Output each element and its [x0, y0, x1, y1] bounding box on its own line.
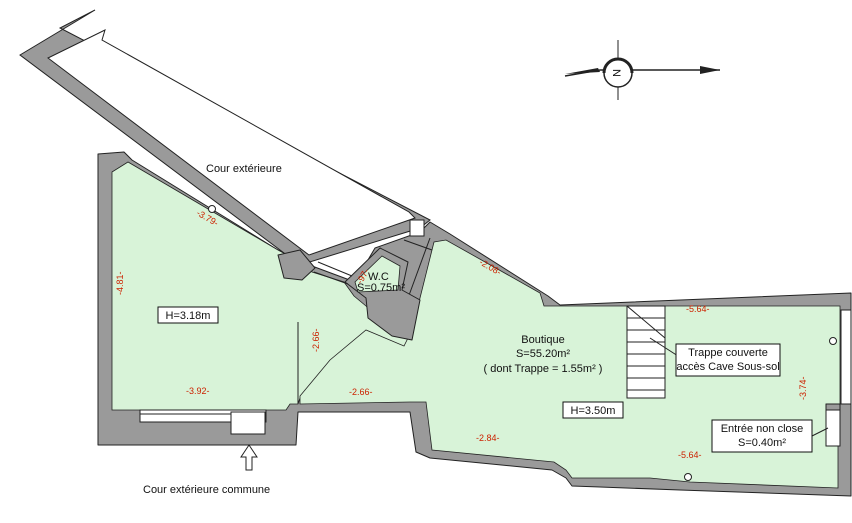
- label-cour-commune: Cour extérieure commune: [143, 484, 270, 496]
- label-wc-area: S=0.75m²: [357, 282, 405, 294]
- entree-opening: [825, 409, 841, 447]
- dim-266-horizontal: -2.66-: [349, 387, 373, 397]
- staircase: [626, 305, 666, 399]
- dim-374: -3.74-: [798, 376, 808, 400]
- dim-481: -4.81-: [115, 271, 125, 295]
- door-bottom: [230, 411, 266, 435]
- label-boutique-trappe: ( dont Trappe = 1.55m² ): [484, 363, 603, 375]
- entree-box: [711, 419, 813, 453]
- trappe-leader: [649, 337, 679, 357]
- label-cour-exterieure: Cour extérieure: [206, 163, 282, 175]
- north-arrow: N: [564, 40, 720, 100]
- dim-284: -2.84-: [476, 433, 500, 443]
- wc-corridor-bottom: [313, 271, 349, 285]
- window-top-right: [409, 219, 425, 237]
- column-marker-bottom: [684, 473, 692, 481]
- dim-392: -3.92-: [186, 386, 210, 396]
- partition-wc: [407, 237, 431, 299]
- trappe-box: [675, 343, 781, 377]
- entree-leader: [811, 427, 829, 437]
- column-marker-right: [829, 337, 837, 345]
- label-trappe-line2: accès Cave Sous-sol: [676, 361, 779, 373]
- wc-block: [344, 247, 421, 341]
- height-box-right: [562, 401, 624, 419]
- cour-exterieure-inner: [47, 29, 416, 256]
- column-marker-left: [208, 205, 216, 213]
- partition-diagonal: [403, 239, 433, 251]
- window-right: [840, 309, 852, 405]
- dim-266-vertical: -2.66-: [311, 328, 321, 352]
- compass-letter: N: [610, 69, 622, 77]
- wc-room: [354, 255, 401, 293]
- label-boutique-name: Boutique: [521, 334, 564, 346]
- label-height-left: H=3.18m: [166, 310, 211, 322]
- dim-564-bottom: -5.64-: [678, 450, 702, 460]
- label-boutique-area: S=55.20m²: [516, 348, 570, 360]
- entry-arrow: [240, 444, 258, 471]
- label-height-right: H=3.50m: [571, 405, 616, 417]
- wc-corridor-top: [317, 261, 353, 277]
- label-entree-line2: S=0.40m²: [738, 437, 786, 449]
- label-trappe-line1: Trappe couverte: [688, 347, 768, 359]
- dim-564-top: -5.64-: [686, 304, 710, 314]
- height-box-left: [157, 306, 219, 324]
- label-wc-name: W.C: [368, 271, 389, 283]
- label-entree-line1: Entrée non close: [721, 423, 804, 435]
- pillar-left: [277, 249, 316, 281]
